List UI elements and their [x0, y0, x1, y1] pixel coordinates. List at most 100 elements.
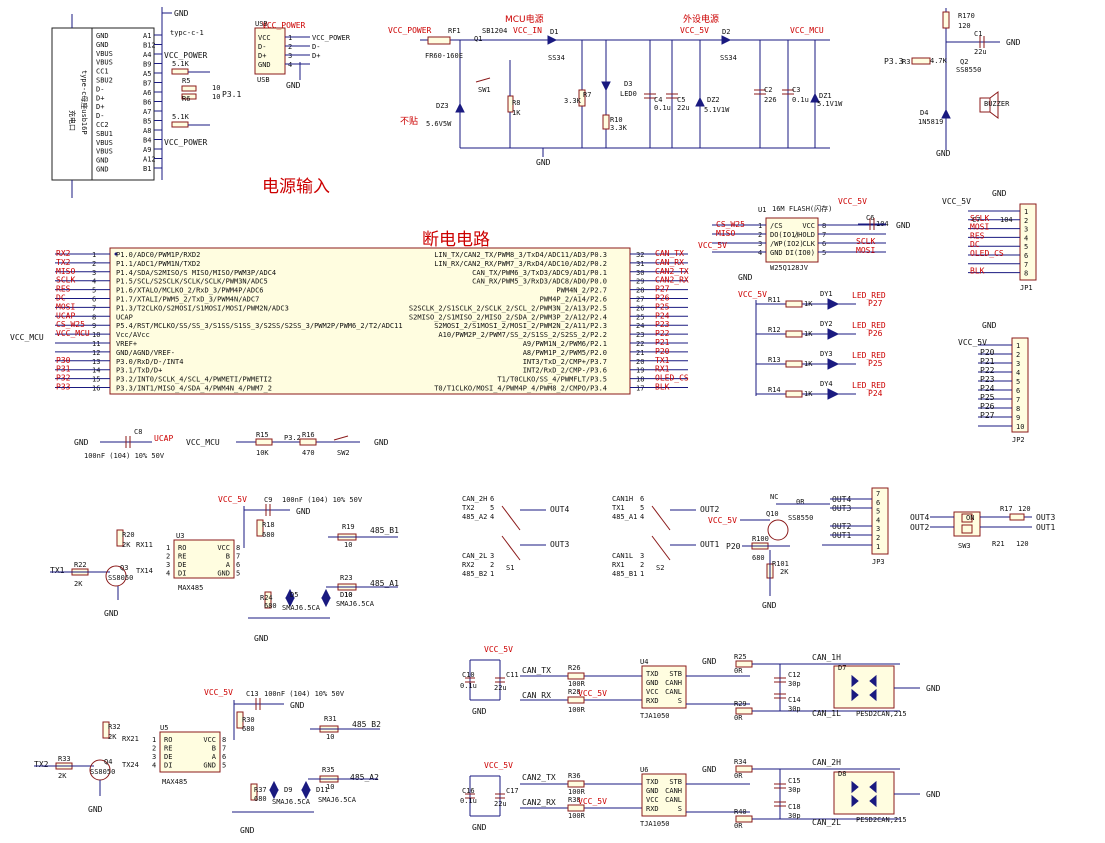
485b-vcc: VCC_5V	[204, 688, 233, 697]
mcu-right-num: 20	[636, 358, 644, 366]
max485-right-pin: VCC	[203, 736, 216, 744]
switch-pin-num: 2	[640, 561, 644, 569]
q1-val: SB1204	[482, 27, 507, 35]
led-resistor-val: 1K	[804, 300, 813, 308]
d5-ref: D5	[290, 591, 298, 599]
r5-ref: R5	[182, 77, 190, 85]
r4-ref: 5.1K	[172, 60, 190, 68]
can1-vcc-mid: VCC_5V	[578, 689, 607, 698]
r3-val: 4.7K	[930, 57, 948, 65]
jp1-pin-net: SCLK	[970, 214, 989, 223]
rs485-a: VCC_5V C9 100nF (104) 10% 50V GND R18 68…	[50, 495, 399, 643]
485a-gnd-bottom: GND	[254, 634, 269, 643]
u5-ref: U5	[160, 724, 168, 732]
can2-gnd: GND	[472, 823, 487, 832]
flash-right-net: MOSI	[856, 246, 875, 255]
flash-part: W25Q128JV	[770, 264, 809, 272]
485a-net-a: 485_A1	[370, 579, 399, 588]
mcu-left-net: P33	[56, 383, 71, 392]
d8-ref: D8	[838, 770, 846, 778]
mcu-left-num: 8	[92, 313, 96, 321]
max485-left-pin: DI	[164, 762, 172, 770]
u3-part: MAX485	[178, 584, 203, 592]
mcu-chip: P1.0/ADC0/PWM1P/RXD21RX2P1.1/ADC1/PWM1N/…	[10, 247, 689, 395]
mcu-right-pin: S2MISO_2/S1MISO_2/MISO_2/SDA_2/PWM3P_2/A…	[409, 313, 607, 321]
r34-val: 0R	[734, 772, 743, 780]
max485-right-pin: VCC	[217, 544, 230, 552]
r15-ref: R15	[256, 431, 269, 439]
mcu-right-num: 29	[636, 278, 644, 286]
max485-right-pin: B	[212, 745, 216, 753]
mcu-right-num: 23	[636, 331, 644, 339]
can2-vcc-mid: VCC_5V	[578, 797, 607, 806]
r31-val: 10	[326, 733, 334, 741]
mcu-left-pin: GND/AGND/VREF-	[116, 349, 175, 357]
dz3-ref: DZ3	[436, 102, 449, 110]
r28-ref: R28	[568, 688, 581, 696]
jp2-pin-num: 4	[1016, 369, 1020, 377]
switch-pin-num: 4	[490, 513, 494, 521]
max485-right-pin: A	[226, 561, 231, 569]
flash-left-num: 4	[758, 249, 762, 257]
power-off-title: 断电电路	[422, 230, 490, 250]
typec-pin-num: B1	[143, 165, 151, 173]
q10-ref: Q10	[766, 510, 779, 518]
max485-right-num: 7	[222, 745, 226, 753]
c16-val: 0.1u	[460, 797, 477, 805]
tja-left-pin: GND	[646, 679, 659, 687]
flash-left-num: 3	[758, 240, 762, 248]
c17-val: 22u	[494, 800, 507, 808]
max485-right-num: 6	[222, 753, 226, 761]
r15-val: 10K	[256, 449, 269, 457]
mcu-right-net: BLK	[655, 383, 670, 392]
mcu-right-net: P20	[655, 347, 670, 356]
r21-ref: R21	[992, 540, 1005, 548]
r25-val: 0R	[734, 667, 743, 675]
mcu-right-net: CAN_RX	[655, 258, 684, 267]
max485-left-num: 2	[166, 553, 170, 561]
r32-ref: R32	[108, 723, 121, 731]
r100-ref: R100	[752, 535, 769, 543]
u5-rx: RX21	[122, 735, 139, 743]
mcu-left-pin: P1.3/T2CLKO/S2MOSI/S1MOSI/MOSI/PWM2N/ADC…	[116, 304, 289, 312]
row-vcc-mcu: VCC_MCU	[186, 438, 220, 447]
jp3-pin-num: 5	[876, 508, 880, 516]
switch-net: CAN1L	[612, 552, 633, 560]
c10-val: 0.1u	[460, 682, 477, 690]
typec-title: typc-c-1	[170, 29, 204, 37]
led-resistor-ref: R14	[768, 386, 781, 394]
mcu-left-num: 11	[92, 340, 100, 348]
typec-pin-num: A4	[143, 51, 151, 59]
jp2-ref: JP2	[1012, 436, 1025, 444]
mcu-right-pin: T0/T1CLKO/MOSI_4/PWM4P_4/PWM8_2/CMPO/P3.…	[434, 385, 607, 393]
flash-left-num: 1	[758, 222, 762, 230]
flash-left-net: MISO	[716, 229, 735, 238]
flash-right-net: SCLK	[856, 237, 875, 246]
tja-right-pin: S	[678, 697, 682, 705]
mcu-right-num: 32	[636, 251, 644, 259]
typec-pin-name: D+	[96, 103, 104, 111]
jp3-pin-num: 1	[876, 543, 880, 551]
tja-left-pin: TXD	[646, 670, 659, 678]
q3-val: SS8050	[108, 574, 133, 582]
r40-ref: R40	[734, 808, 747, 816]
led-vcc: VCC_5V	[738, 290, 767, 299]
mcu-right-net: P25	[655, 302, 670, 311]
c7-ref: C7	[972, 216, 980, 224]
sw3-out2: OUT2	[910, 523, 929, 532]
usb-pin-num: 2	[288, 43, 292, 51]
c5-ref: C5	[677, 96, 685, 104]
c2-val: 226	[764, 96, 777, 104]
u4-ref: U4	[640, 658, 648, 666]
mcu-right-net: CAN_TX	[655, 249, 684, 258]
jp2-pin-num: 3	[1016, 360, 1020, 368]
jp2-pin-net: P24	[980, 384, 995, 393]
c14-val: 30p	[788, 705, 801, 713]
u6-ref: U6	[640, 766, 648, 774]
mcu-left-num: 1	[92, 251, 96, 259]
jp1-pin-num: 1	[1024, 208, 1028, 216]
sw3-out3: OUT3	[1036, 513, 1055, 522]
mcu-right-net: P22	[655, 329, 670, 338]
can1-h: CAN_1H	[812, 653, 841, 662]
